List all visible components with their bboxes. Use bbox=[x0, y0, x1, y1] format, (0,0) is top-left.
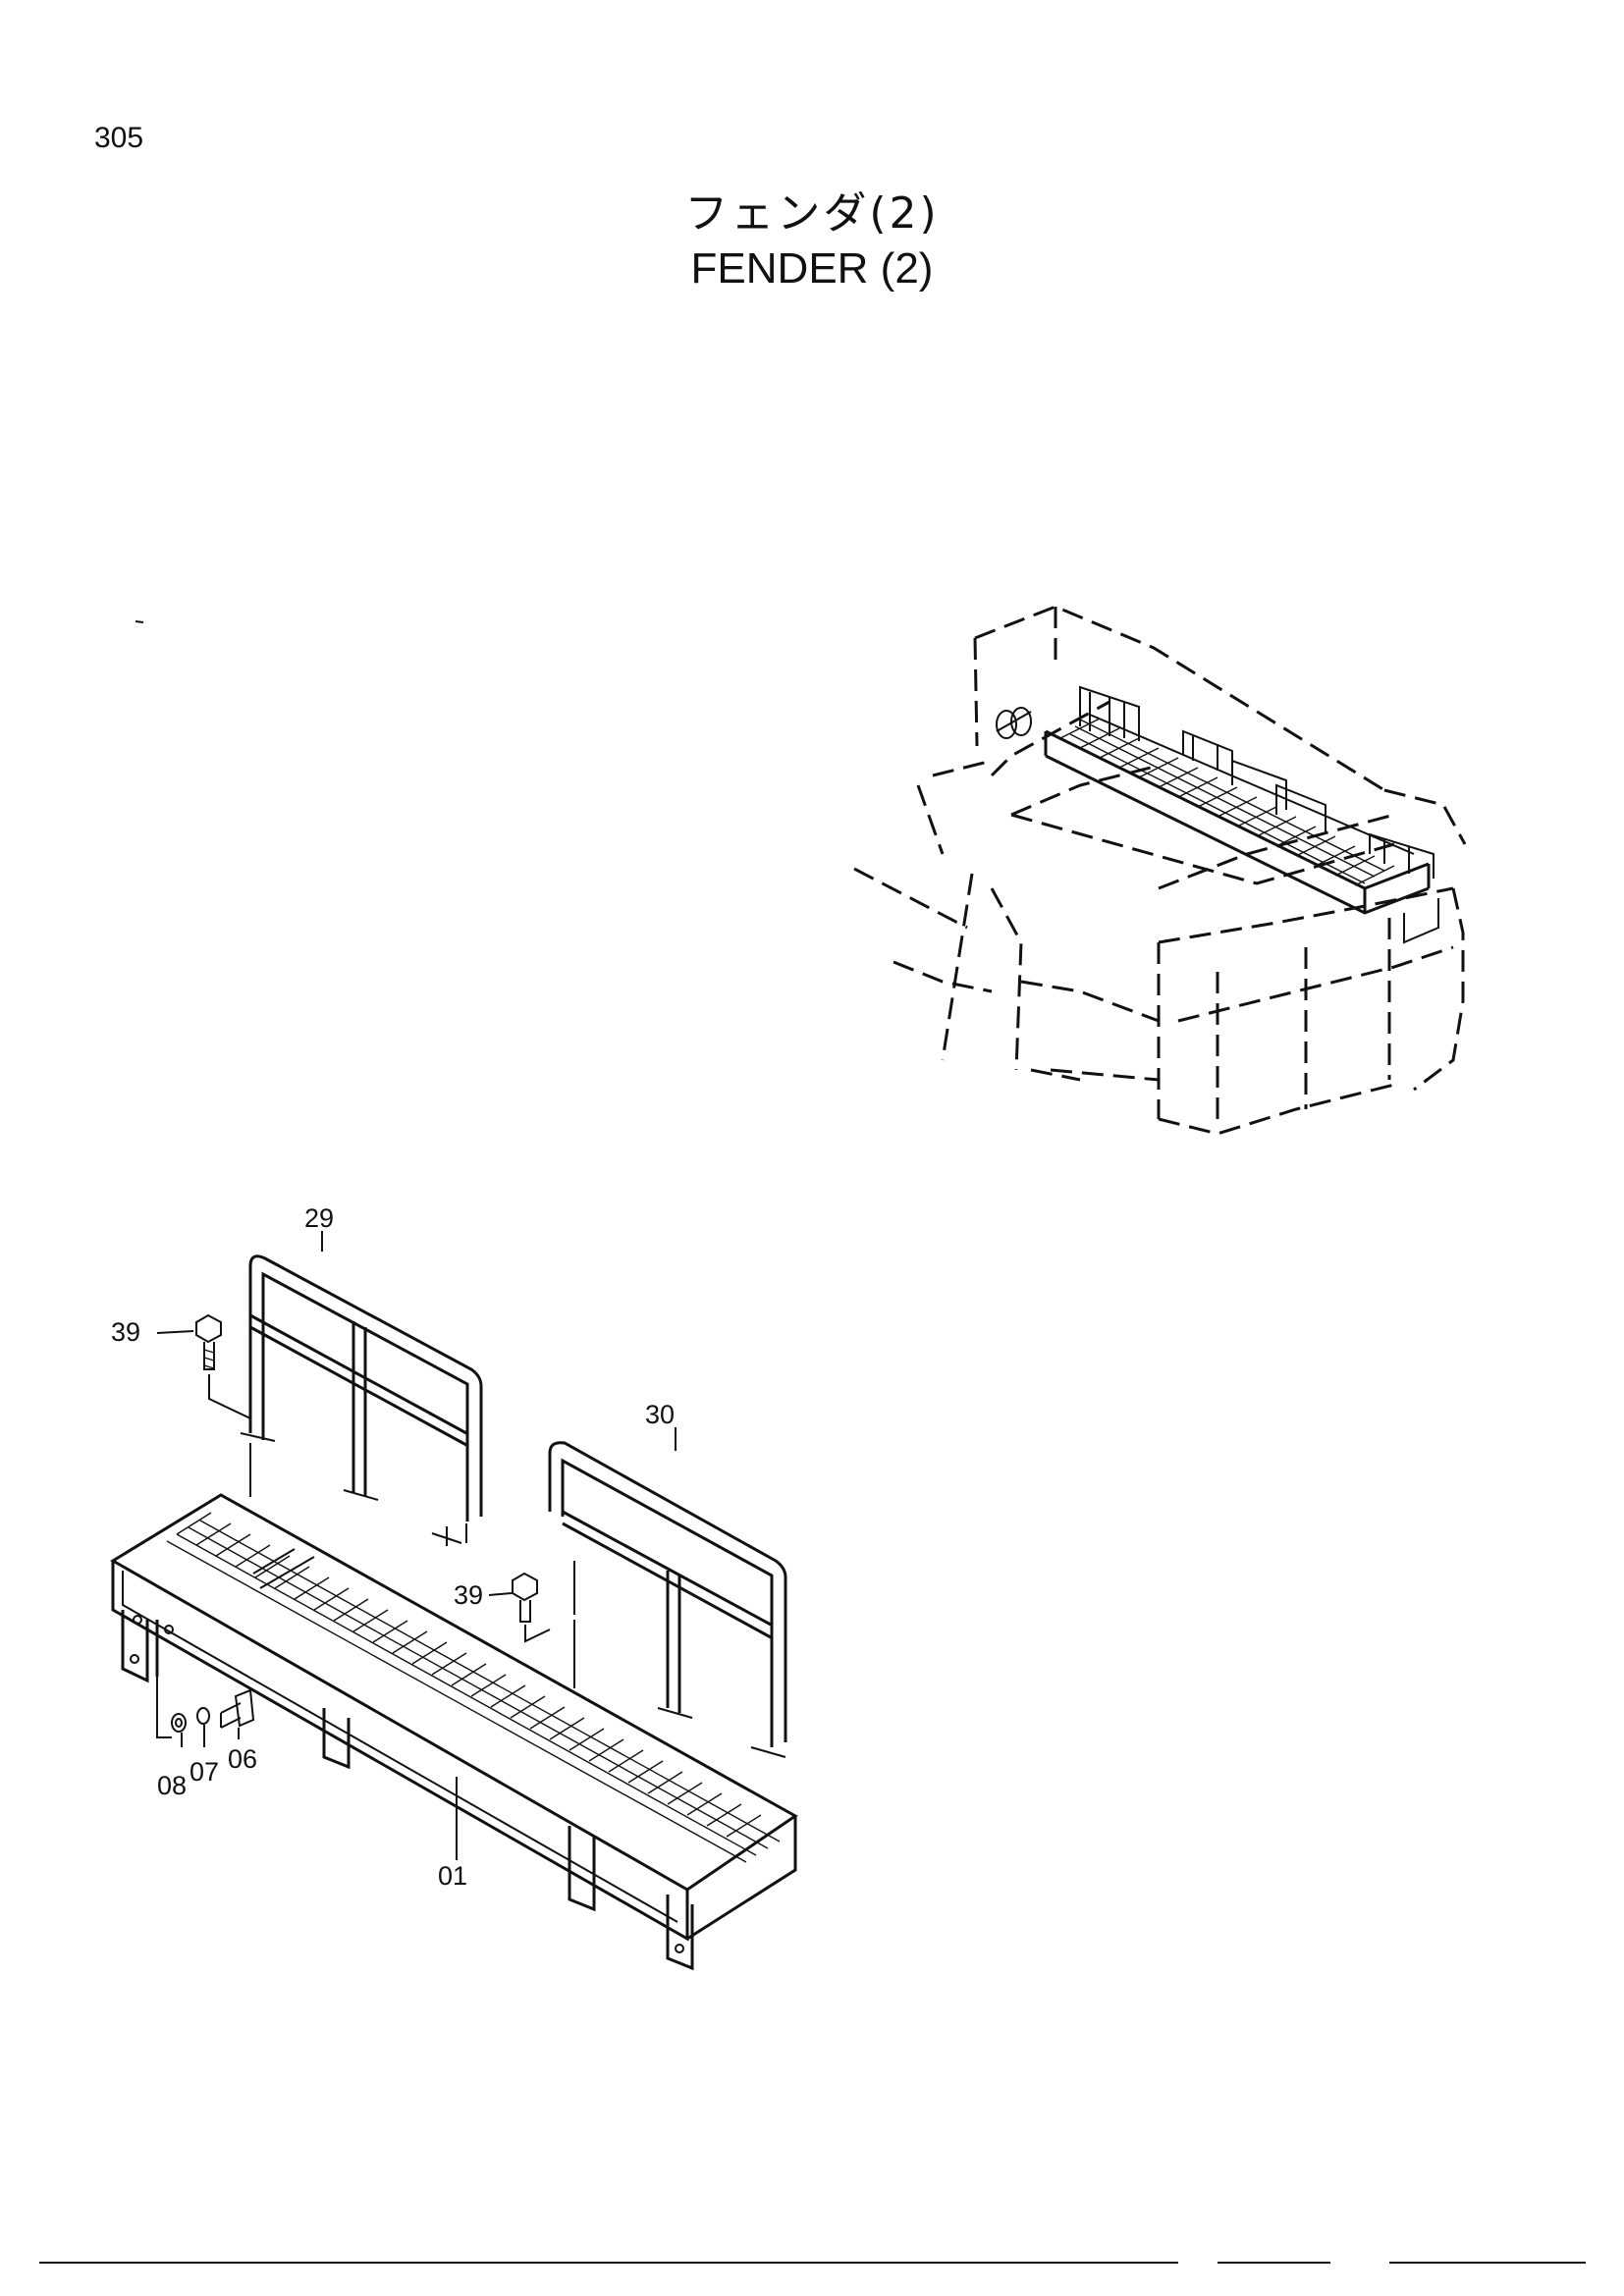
callout-08: 08 bbox=[157, 1771, 187, 1800]
fender-exploded-drawing bbox=[110, 1231, 798, 1971]
title-block: フェンダ(2) FENDER (2) bbox=[0, 187, 1624, 296]
title-japanese: フェンダ(2) bbox=[684, 188, 940, 239]
page-number: 305 bbox=[94, 122, 144, 154]
callout-39-lower: 39 bbox=[454, 1580, 483, 1610]
callout-06: 06 bbox=[228, 1744, 257, 1774]
callout-01: 01 bbox=[438, 1861, 467, 1891]
overview-excavator-drawing bbox=[853, 605, 1467, 1136]
walkway-grating bbox=[166, 1512, 781, 1863]
washer-icon bbox=[171, 1688, 255, 1733]
walkway-platform bbox=[110, 1493, 798, 1971]
bolt-icon bbox=[195, 1313, 551, 1643]
railing-30 bbox=[548, 1441, 787, 1758]
overview-grating bbox=[1059, 718, 1395, 886]
callout-07: 07 bbox=[189, 1757, 219, 1787]
stray-mark bbox=[135, 620, 144, 623]
title-english: FENDER (2) bbox=[690, 244, 934, 293]
railing-29 bbox=[240, 1255, 483, 1546]
callout-39-upper: 39 bbox=[111, 1317, 140, 1347]
callout-30: 30 bbox=[645, 1400, 675, 1429]
callout-29: 29 bbox=[304, 1203, 334, 1233]
